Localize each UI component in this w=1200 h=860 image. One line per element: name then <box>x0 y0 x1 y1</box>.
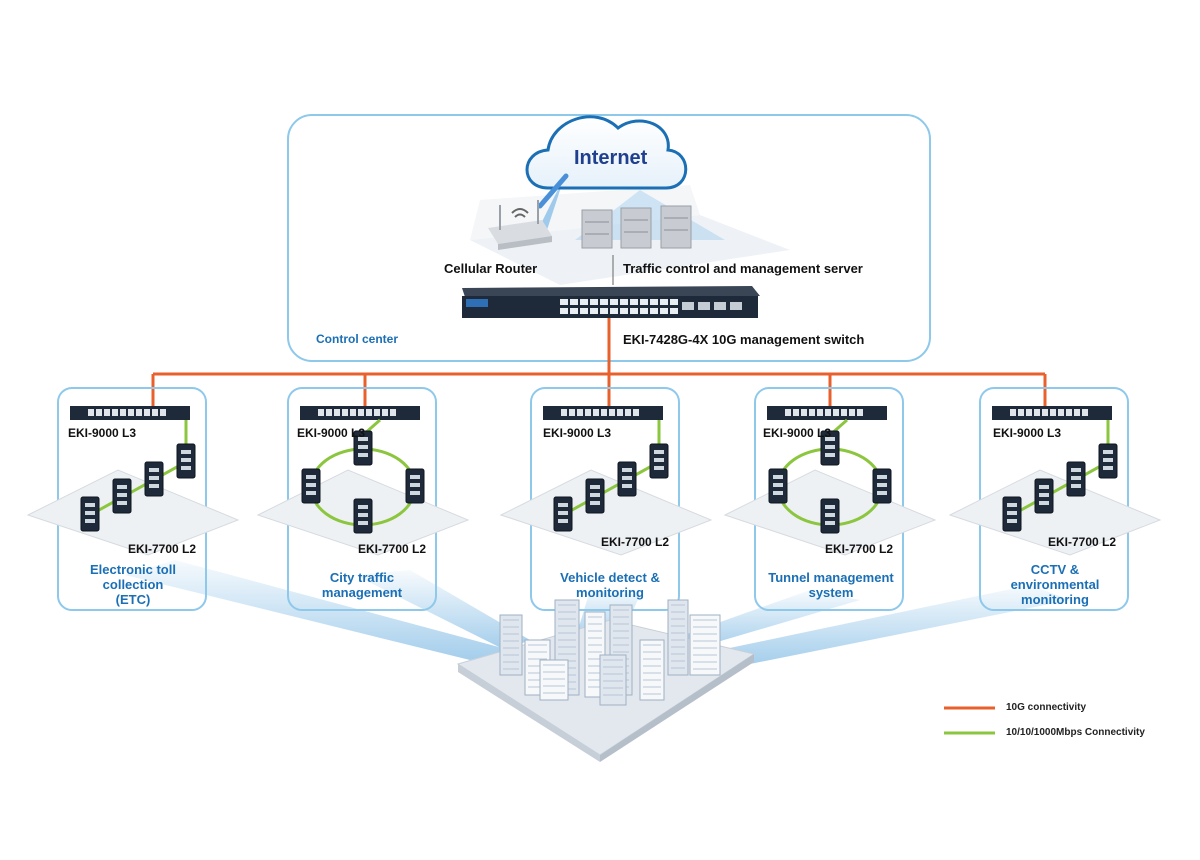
site-4-group <box>723 387 937 611</box>
site-3-name: Vehicle detect & monitoring <box>535 570 685 600</box>
site-1-l3-switch-icon <box>70 406 190 420</box>
site-4-name-line-1: Tunnel management <box>768 570 894 585</box>
site-4-box <box>754 387 904 611</box>
site-2-name-line-2: management <box>321 585 403 600</box>
site-4-l3-label: EKI-9000 L3 <box>763 426 832 440</box>
site-3-box <box>530 387 680 611</box>
site-1-l3-label: EKI-9000 L3 <box>68 426 137 440</box>
site-5-name-line-3: monitoring <box>1021 592 1089 607</box>
legend-1g-label: 10/10/1000Mbps Connectivity <box>1006 727 1145 738</box>
router-label: Cellular Router <box>444 261 538 276</box>
core-switch-label: EKI-7428G-4X 10G management switch <box>623 332 865 347</box>
site-5-box <box>979 387 1129 611</box>
site-2-l3-switch-icon <box>300 406 420 420</box>
smart-city-icon <box>456 599 756 762</box>
site-1-l2-label: EKI-7700 L2 <box>128 542 197 556</box>
site-4-l2-label: EKI-7700 L2 <box>825 542 894 556</box>
site-3-l2-label: EKI-7700 L2 <box>601 535 670 549</box>
site-1-name-line-3: (ETC) <box>115 592 151 607</box>
site-4-name-line-2: system <box>808 585 854 600</box>
site-3-name-line-2: monitoring <box>576 585 644 600</box>
server-rack-icons <box>581 205 692 249</box>
site-3-l3-switch-icon <box>543 406 663 420</box>
server-label: Traffic control and management server <box>623 261 863 276</box>
control-center-title: Control center <box>316 332 399 346</box>
site-5-name-line-1: CCTV & <box>1030 562 1080 577</box>
site-5-name: CCTV & environmental monitoring <box>985 562 1125 607</box>
legend <box>944 706 995 735</box>
site-2-name: City traffic management <box>292 570 432 600</box>
cellular-router-icon <box>488 200 552 250</box>
site-2-name-line-1: City traffic <box>329 570 395 585</box>
site-boxes <box>26 387 1162 611</box>
site-2-box <box>287 387 437 611</box>
uplinks-10g <box>151 318 1047 405</box>
site-2-l3-label: EKI-9000 L3 <box>297 426 366 440</box>
site-1-name-line-2: collection <box>102 577 164 592</box>
site-1-box <box>57 387 207 611</box>
site-5-l2-label: EKI-7700 L2 <box>1048 535 1117 549</box>
site-1-group <box>26 387 240 611</box>
site-1-name: Electronic toll collection (ETC) <box>63 562 203 607</box>
site-3-group <box>499 387 713 611</box>
site-5-group <box>948 387 1162 611</box>
site-3-l3-label: EKI-9000 L3 <box>543 426 612 440</box>
site-4-name: Tunnel management system <box>756 570 906 600</box>
site-5-l3-label: EKI-9000 L3 <box>993 426 1062 440</box>
site-5-name-line-2: environmental <box>1010 577 1100 592</box>
site-5-l3-switch-icon <box>992 406 1112 420</box>
site-4-l3-switch-icon <box>767 406 887 420</box>
site-2-l2-label: EKI-7700 L2 <box>358 542 427 556</box>
site-1-name-line-1: Electronic toll <box>90 562 176 577</box>
legend-10g-label: 10G connectivity <box>1006 702 1087 713</box>
internet-label: Internet <box>574 147 648 169</box>
core-switch-icon <box>462 286 760 318</box>
site-3-name-line-1: Vehicle detect & <box>560 570 660 585</box>
internet-cloud-icon <box>525 115 688 209</box>
site-2-group <box>256 387 470 611</box>
